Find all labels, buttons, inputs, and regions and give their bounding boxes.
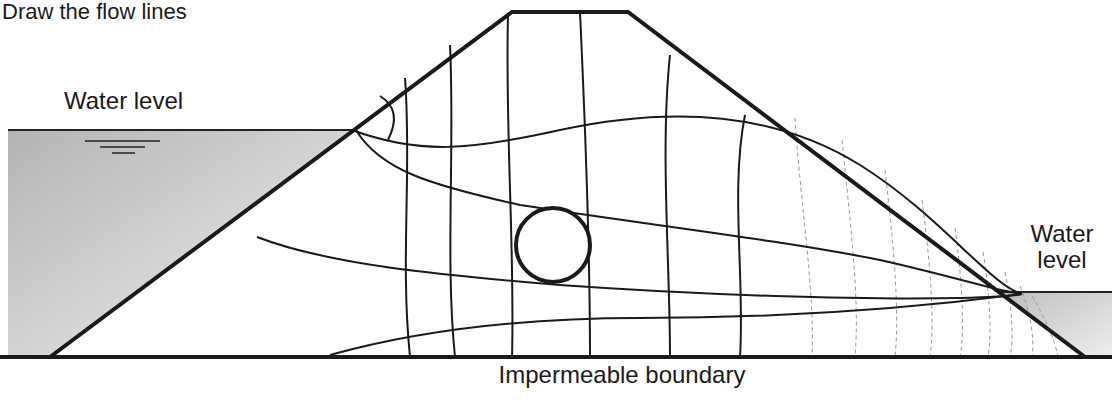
- water-level-label: Water level: [64, 88, 183, 114]
- upstream-water: [8, 130, 354, 357]
- water-level-label: Water level: [1018, 221, 1106, 274]
- pipe-circle: [516, 208, 590, 282]
- downstream-water: [999, 292, 1112, 357]
- upstream-water-surface: [8, 129, 354, 131]
- boundary-label: Impermeable boundary: [499, 362, 746, 388]
- equipotential-lines: [380, 12, 745, 357]
- flow-lines: [257, 116, 1022, 355]
- figure-title: Draw the flow lines: [2, 0, 187, 24]
- impermeable-base: [0, 355, 1112, 359]
- water-symbol: [85, 141, 160, 153]
- dam-outline: [50, 12, 1085, 357]
